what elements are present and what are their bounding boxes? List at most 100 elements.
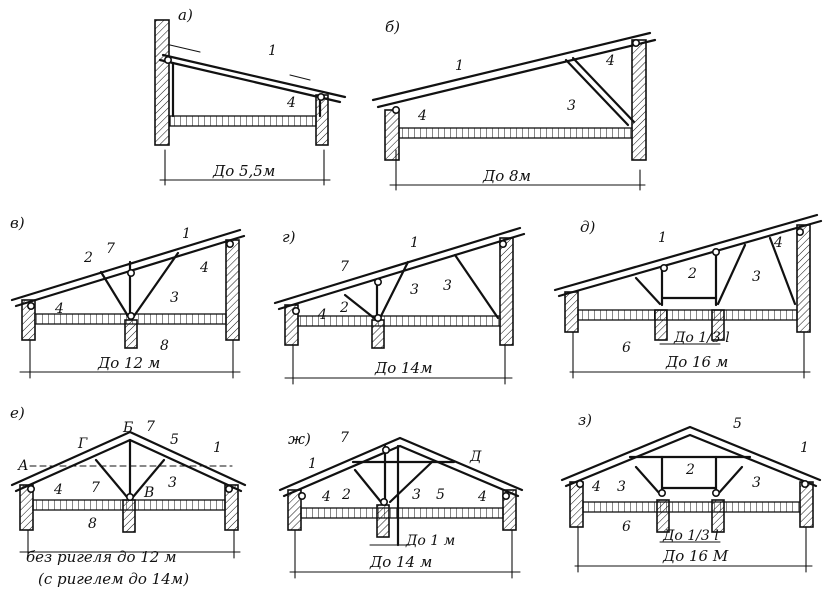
part-label: 1 (658, 230, 667, 246)
rafter-under (376, 38, 657, 109)
purlin-node (164, 55, 173, 64)
strut (564, 58, 630, 127)
panel-d: д) До 16 м До 1/3 l 1 2 3 4 6 (553, 213, 823, 379)
part-label: 2 (685, 462, 695, 478)
part-label: 3 (168, 475, 177, 491)
rafter-under (557, 219, 823, 298)
strut (131, 458, 166, 499)
wall-left (569, 481, 584, 528)
part-label: 1 (213, 440, 222, 456)
rafter-under (564, 433, 818, 488)
purlin-node (657, 488, 666, 497)
ceiling-beam (297, 315, 501, 327)
purlin-node (381, 445, 390, 454)
arrow-mark (289, 74, 311, 81)
part-label: 2 (687, 266, 697, 282)
rafter-pair (10, 430, 247, 487)
strut (132, 251, 180, 318)
span-dimension-alt: (с ригелем до 14м) (38, 570, 189, 588)
panel-letter: б) (385, 18, 400, 36)
part-label: 5 (170, 432, 179, 448)
part-label: 3 (752, 475, 761, 491)
part-label: 4 (54, 301, 64, 317)
rafter-pair (278, 436, 524, 492)
wall-left (384, 109, 400, 161)
part-label: 1 (455, 58, 464, 74)
ceiling-beam (398, 127, 633, 139)
part-label: 3 (567, 98, 576, 114)
purlin-node (575, 479, 584, 488)
strut (378, 260, 410, 320)
wall-right (796, 224, 811, 333)
sub-dimension: До 1/3 l (673, 330, 730, 346)
purlin-node (291, 306, 300, 315)
part-label: 1 (800, 440, 809, 456)
ceiling-beam (582, 501, 801, 513)
part-label: 7 (340, 259, 349, 275)
strut (634, 276, 662, 306)
panel-a: а) До 5,5м 1 4 (154, 6, 347, 186)
part-label: 3 (170, 290, 179, 306)
purlin-node (659, 263, 668, 272)
panel-letter: д) (580, 218, 596, 236)
purlin-node (26, 301, 35, 310)
wall-right (225, 239, 240, 341)
strut (716, 243, 747, 306)
rafter (161, 53, 347, 99)
strut (571, 56, 636, 124)
strut (716, 465, 744, 496)
ceiling-beam (300, 507, 504, 519)
span-dimension: До 16 М (662, 547, 729, 565)
purlin-node (225, 484, 234, 493)
part-label: 4 (321, 489, 331, 505)
part-label: 1 (182, 226, 191, 242)
purlin-node (297, 491, 306, 500)
wall-right (499, 237, 514, 346)
purlin-node (800, 479, 809, 488)
panel-z: з) До 16 М До 1/3 l 1 2 3 3 4 5 6 (560, 411, 822, 573)
part-label: 4 (605, 53, 615, 69)
wall-right (799, 481, 814, 528)
rafter (10, 228, 242, 302)
part-label: 3 (617, 479, 626, 495)
strut (353, 468, 383, 504)
ceiling-beam (32, 499, 226, 511)
rafter (371, 31, 652, 102)
strut (343, 293, 376, 320)
point-label: Д (469, 449, 482, 465)
wall-left (564, 291, 579, 333)
strut (99, 270, 130, 318)
rafter-under (158, 58, 342, 104)
wall-left (154, 19, 170, 146)
purlin-node (126, 492, 135, 501)
part-label: 1 (308, 456, 317, 472)
purlin-node (127, 311, 136, 320)
ceiling-beam (169, 115, 317, 127)
part-label: 2 (83, 250, 93, 266)
panel-b: б) До 8м 1 3 4 4 (371, 18, 657, 191)
panel-v: в) До 12 м 1 2 3 4 4 7 8 (10, 214, 246, 379)
purlin-node (127, 268, 136, 277)
purlin-node (501, 491, 510, 500)
rafter-under (282, 444, 520, 498)
span-dimension: До 12 м (97, 354, 160, 372)
point-label: В (143, 485, 154, 501)
purlin-node (26, 484, 35, 493)
purlin-node (379, 497, 388, 506)
span-dimension: До 5,5м (212, 162, 275, 180)
part-label: 5 (733, 416, 742, 432)
point-label: Б (122, 420, 133, 436)
purlin-node (316, 93, 325, 102)
ceiling-beam (577, 309, 798, 321)
part-label: 5 (436, 487, 445, 503)
purlin-node (391, 106, 400, 115)
purlin-node (795, 228, 804, 237)
point-label: А (17, 458, 29, 474)
part-label: 2 (339, 300, 349, 316)
strut (768, 236, 797, 306)
rafter-under (277, 232, 526, 311)
part-label: 8 (160, 338, 169, 354)
strut (634, 465, 662, 496)
panel-g: г) До 14м 1 2 3 3 4 7 (273, 226, 526, 385)
panel-letter: а) (178, 6, 193, 24)
